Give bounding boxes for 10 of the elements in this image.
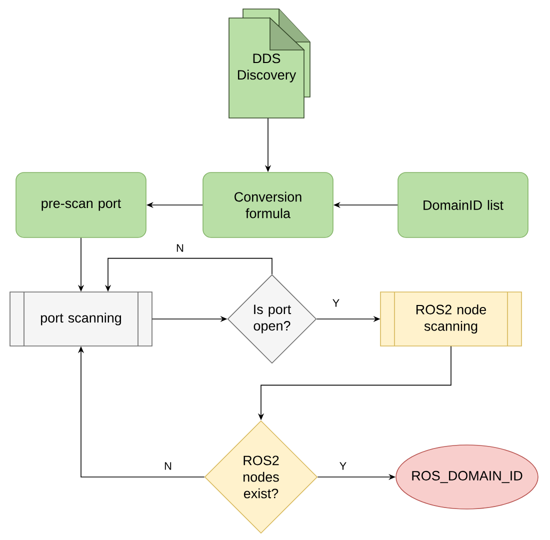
process-box: DomainID list [398,172,528,238]
process-box: Conversion formula [202,172,334,238]
process-box: pre-scan port [16,172,146,238]
subprocess-box: port scanning [10,292,152,346]
subprocess-box: ROS2 node scanning [380,292,522,346]
edge-label: Y [338,461,348,471]
edge-label: Y [331,298,341,308]
edge-label: N [163,461,173,471]
edge-label: N [175,243,185,253]
document-stack: DDS Discovery [228,8,310,118]
